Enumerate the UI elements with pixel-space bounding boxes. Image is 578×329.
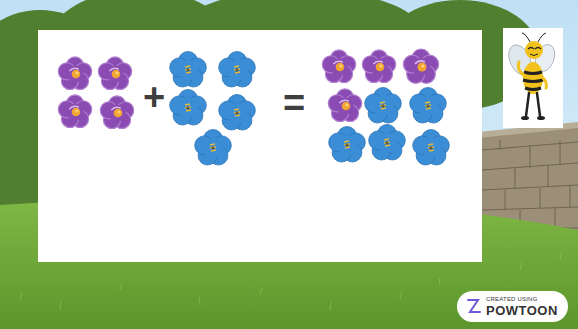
watermark-text: CREATED USING: [486, 296, 538, 303]
plus-sign: +: [134, 78, 174, 116]
watermark-logo-text: POWTOON: [486, 304, 558, 318]
equals-sign: =: [274, 84, 314, 122]
